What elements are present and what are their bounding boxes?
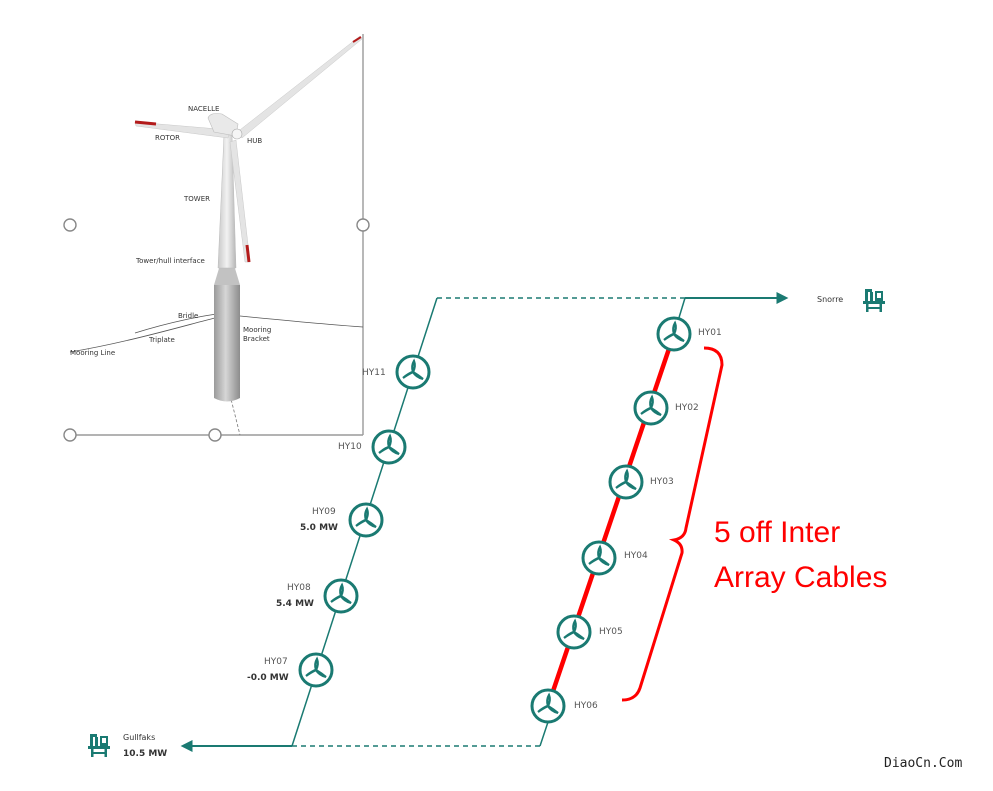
turbine-power: 5.0 MW — [300, 523, 338, 533]
turbine-icon — [371, 429, 407, 465]
turbine-id: HY01 — [698, 328, 722, 338]
spar-hull — [214, 285, 240, 402]
turbine-hy06[interactable]: HY06 — [530, 688, 598, 724]
substation-gullfaks[interactable]: Gullfaks 10.5 MW — [88, 733, 167, 759]
mooring-bracket-label-2: Bracket — [243, 335, 270, 343]
turbine-icon — [656, 316, 692, 352]
turbine-hy10[interactable]: HY10 — [338, 429, 407, 465]
turbine-hy09[interactable]: HY09 5.0 MW — [300, 502, 384, 538]
substation-power: 10.5 MW — [123, 749, 167, 759]
platform-icon — [863, 289, 885, 312]
resize-handle-right[interactable] — [356, 218, 370, 232]
turbine-hy01[interactable]: HY01 — [656, 316, 722, 352]
turbine-id: HY06 — [574, 701, 598, 711]
resize-handle-left[interactable] — [63, 218, 77, 232]
substation-snorre[interactable]: Snorre — [817, 289, 885, 312]
blade-upper-tip — [352, 36, 362, 43]
mooring-line-label: Mooring Line — [70, 349, 115, 357]
resize-handle-bottom-left[interactable] — [63, 428, 77, 442]
turbine-id: HY08 — [287, 583, 311, 593]
red-bracket — [621, 346, 724, 702]
turbine-icon — [298, 652, 334, 688]
turbine-id: HY02 — [675, 403, 699, 413]
turbine-icon — [323, 578, 359, 614]
watermark: DiaoCn.Com — [884, 756, 962, 771]
turbine-icon — [556, 614, 592, 650]
turbine-icon — [633, 390, 669, 426]
hub — [231, 128, 243, 140]
substation-name: Snorre — [817, 295, 843, 304]
inter-array-annotation: 5 off Inter Array Cables — [621, 346, 887, 702]
interface-label: Tower/hull interface — [135, 257, 205, 265]
blade-lower-tip — [245, 244, 251, 263]
turbine-illustration: NACELLE ROTOR HUB TOWER Tower/hull inter… — [63, 34, 370, 442]
turbine-hy08[interactable]: HY08 5.4 MW — [276, 578, 359, 614]
rotor-label: ROTOR — [155, 134, 180, 142]
turbine-id: HY11 — [362, 368, 386, 378]
turbine-id: HY10 — [338, 442, 362, 452]
transition-piece — [214, 265, 240, 285]
mooring-line-right — [239, 315, 364, 328]
turbine-power: 5.4 MW — [276, 599, 314, 609]
turbine-id: HY03 — [650, 477, 674, 487]
turbine-icon — [395, 354, 431, 390]
blade-left — [134, 121, 231, 139]
platform-icon — [88, 734, 110, 757]
turbine-id: HY07 — [264, 657, 288, 667]
turbine-hy11[interactable]: HY11 — [362, 354, 431, 390]
annotation-line-1: 5 off Inter — [714, 516, 840, 549]
turbine-icon — [530, 688, 566, 724]
mooring-line-left — [69, 317, 216, 353]
nacelle-label: NACELLE — [188, 105, 219, 113]
turbine-power: -0.0 MW — [247, 673, 289, 683]
turbine-id: HY05 — [599, 627, 623, 637]
hub-label: HUB — [247, 137, 262, 145]
mooring-line-down — [229, 394, 241, 436]
turbine-hy03[interactable]: HY03 — [608, 464, 674, 500]
mooring-bracket-label-1: Mooring — [243, 326, 271, 334]
tower-label: TOWER — [183, 195, 210, 203]
substation-name: Gullfaks — [123, 733, 155, 742]
turbine-icon — [581, 540, 617, 576]
blade-upper — [235, 35, 363, 139]
turbine-icon — [348, 502, 384, 538]
turbine-id: HY09 — [312, 507, 336, 517]
triplate-label: Triplate — [148, 336, 175, 344]
turbine-id: HY04 — [624, 551, 648, 561]
blade-lower — [229, 139, 251, 263]
turbine-icon — [608, 464, 644, 500]
turbine-hy07[interactable]: HY07 -0.0 MW — [247, 652, 334, 688]
annotation-line-2: Array Cables — [714, 561, 887, 594]
turbine-hy05[interactable]: HY05 — [556, 614, 623, 650]
turbine-hy04[interactable]: HY04 — [581, 540, 648, 576]
cable-hy06-link — [539, 721, 549, 747]
inter-array-cables[interactable] — [545, 333, 677, 707]
resize-handle-bottom[interactable] — [208, 428, 222, 442]
turbine-hy02[interactable]: HY02 — [633, 390, 699, 426]
blade-left-tip — [134, 120, 157, 126]
bridle-label: Bridle — [178, 312, 198, 320]
